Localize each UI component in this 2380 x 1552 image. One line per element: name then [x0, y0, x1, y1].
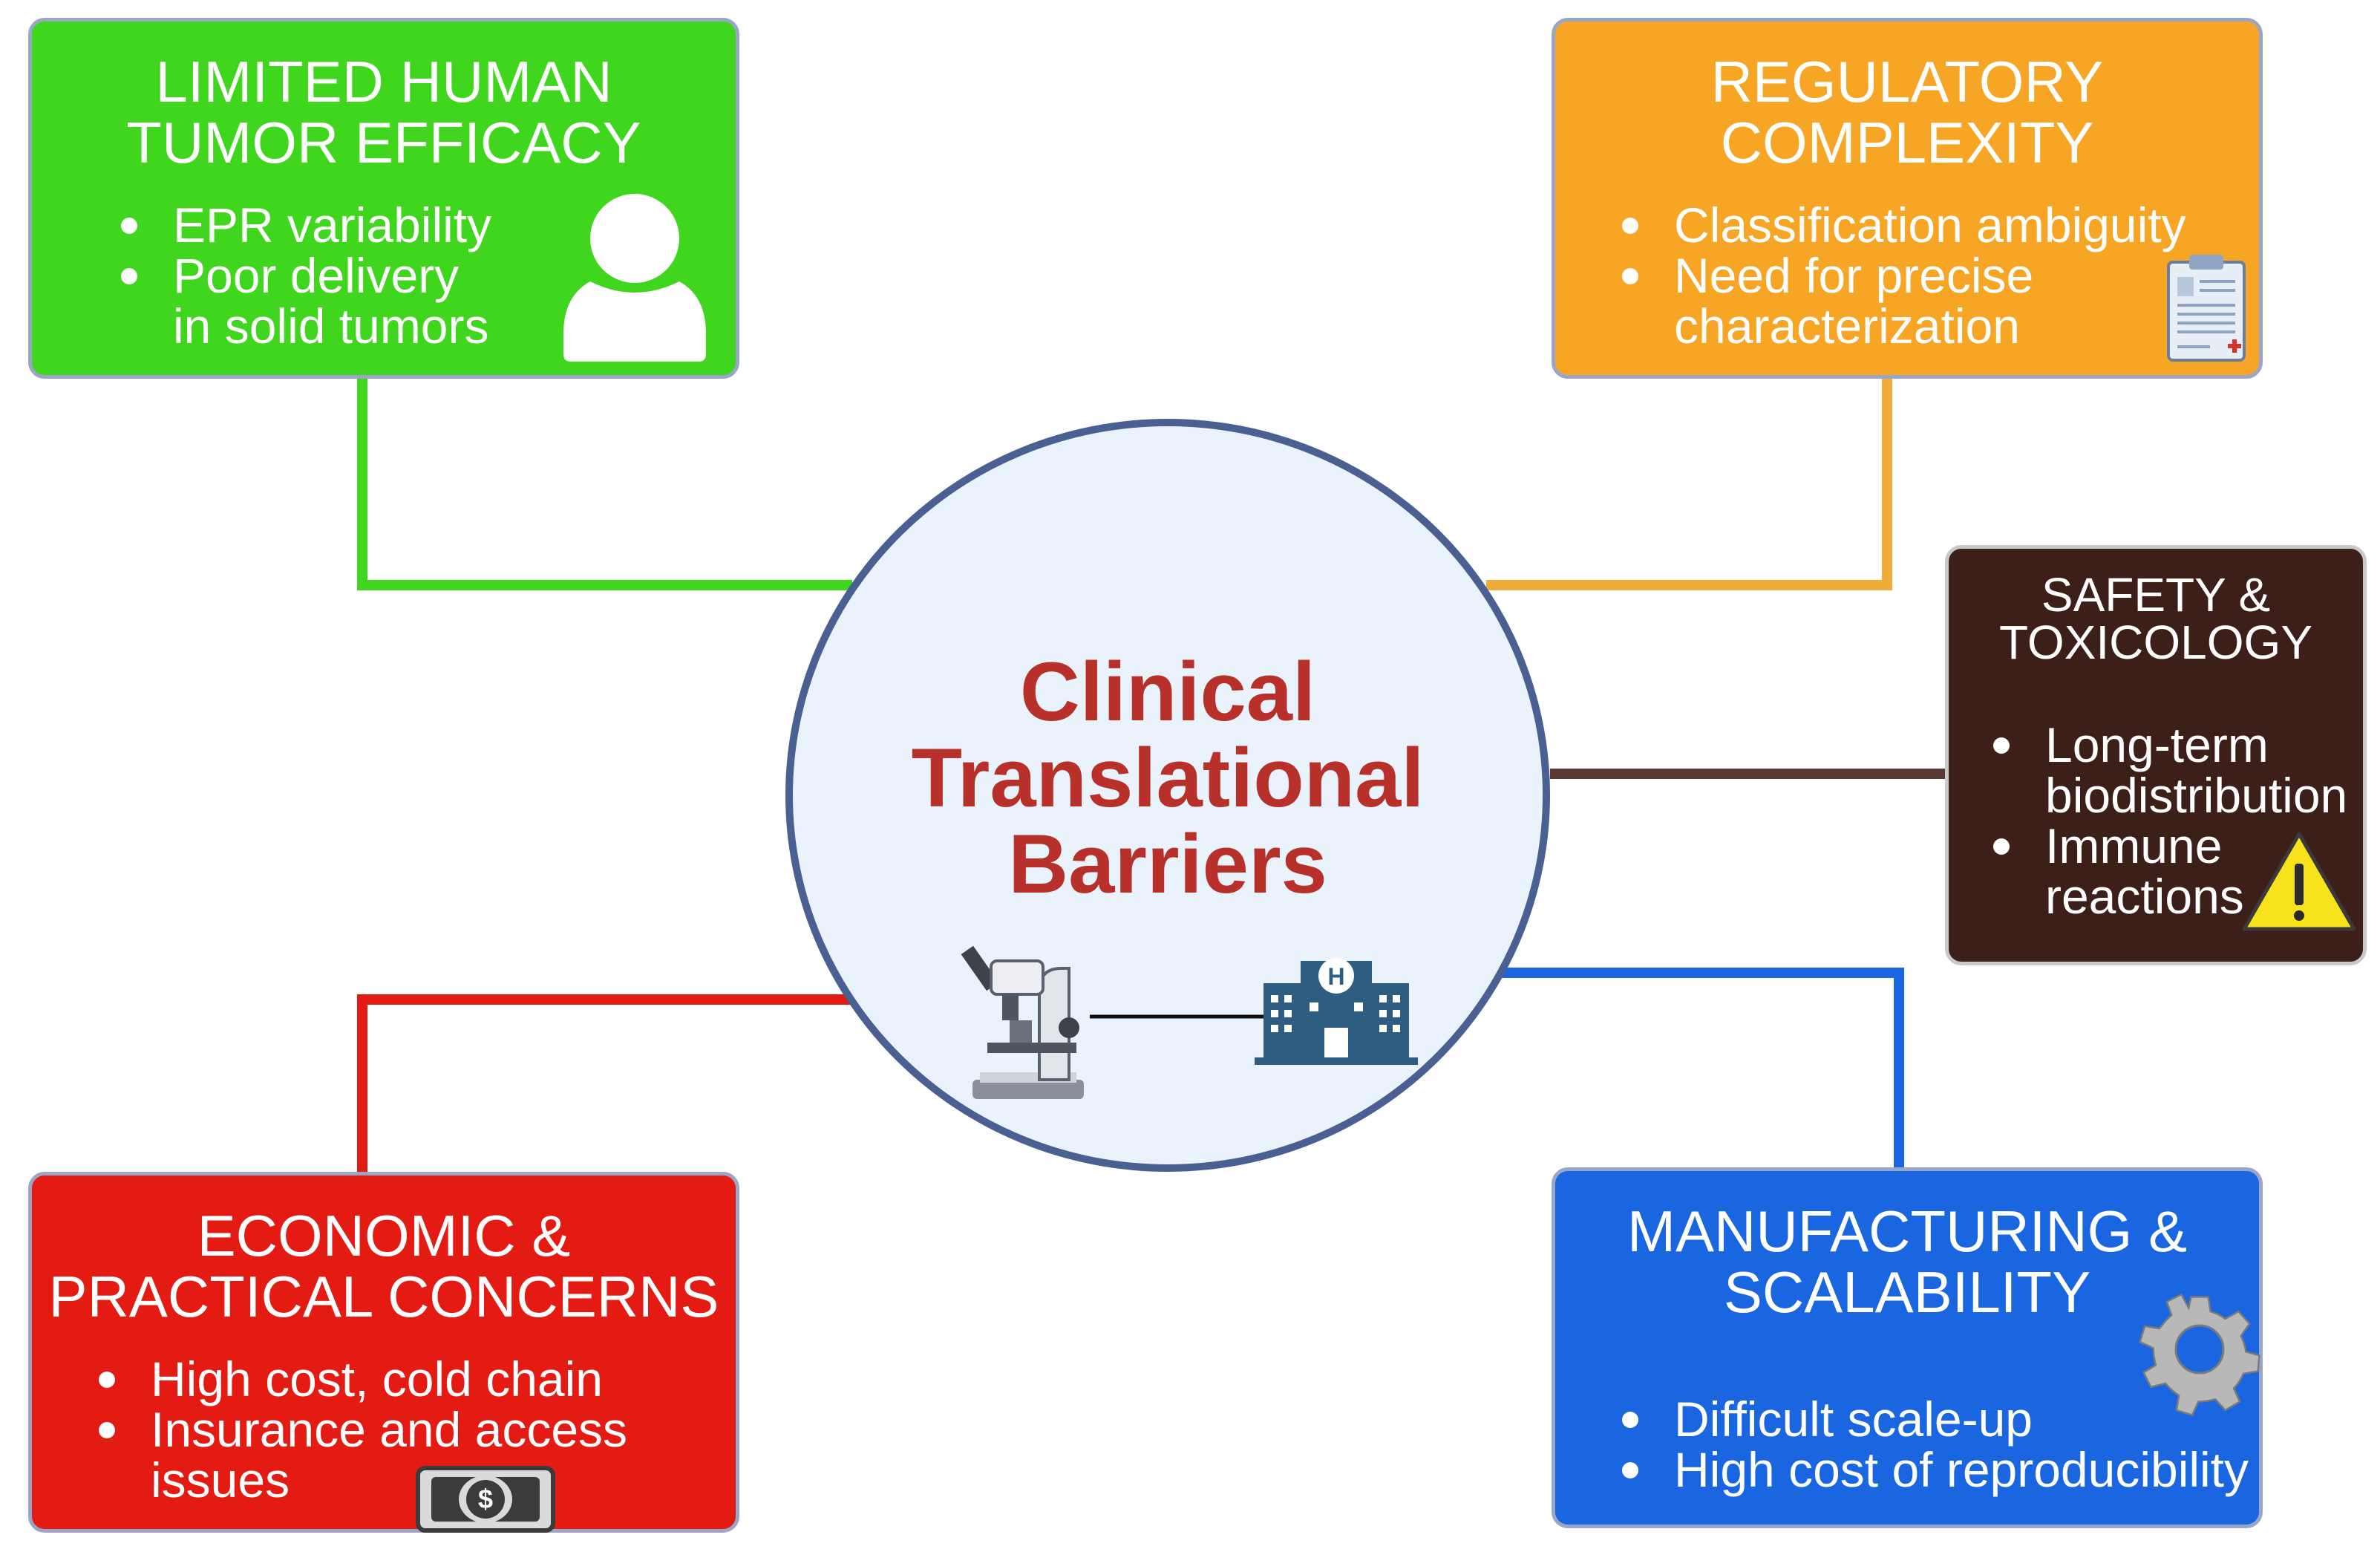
- svg-text:H: H: [1327, 963, 1344, 990]
- bullet-list: Classification ambiguity Need for precis…: [1585, 200, 2186, 351]
- box-title-line: PRACTICAL CONCERNS: [48, 1264, 719, 1329]
- connector-manufacturing: [1497, 968, 1904, 1167]
- bullet-text: characterization: [1674, 299, 2020, 353]
- box-manufacturing-scalability: MANUFACTURING & SCALABILITY Difficult sc…: [1552, 1167, 2263, 1528]
- box-title-line: MANUFACTURING &: [1627, 1199, 2188, 1264]
- bullet-item: High cost, cold chain: [62, 1354, 627, 1404]
- box-title-line: ECONOMIC &: [197, 1203, 571, 1268]
- center-title: Clinical Translational Barriers: [793, 649, 1543, 907]
- bullet-text: Poor delivery: [173, 248, 460, 303]
- box-limited-human-tumor-efficacy: LIMITED HUMAN TUMOR EFFICACY EPR variabi…: [28, 18, 739, 379]
- dollar-bill-icon: $: [416, 1466, 555, 1533]
- gear-icon: [2139, 1293, 2260, 1416]
- box-title-line: TUMOR EFFICACY: [126, 110, 641, 175]
- box-economic-practical-concerns: ECONOMIC & PRACTICAL CONCERNS High cost,…: [28, 1172, 739, 1533]
- bullet-text: EPR variability: [173, 198, 492, 252]
- bullet-text: High cost, cold chain: [151, 1352, 603, 1406]
- bullet-text: High cost of reproducibility: [1674, 1442, 2249, 1497]
- box-title: MANUFACTURING & SCALABILITY: [1555, 1201, 2259, 1323]
- box-title: REGULATORY COMPLEXITY: [1555, 51, 2259, 173]
- bullet-item: High cost of reproducibility: [1585, 1444, 2249, 1495]
- box-title-line: COMPLEXITY: [1720, 110, 2094, 175]
- connector-regulatory: [1486, 379, 1892, 590]
- bullet-text: Need for precise: [1674, 248, 2034, 303]
- bullet-text: Classification ambiguity: [1674, 198, 2186, 252]
- box-title: SAFETY & TOXICOLOGY: [1949, 571, 2363, 666]
- bullet-item: EPR variability: [84, 200, 491, 250]
- box-regulatory-complexity: REGULATORY COMPLEXITY Classification amb…: [1552, 18, 2263, 379]
- bullet-text: issues: [151, 1452, 290, 1507]
- bullet-list: High cost, cold chain Insurance and acce…: [62, 1354, 627, 1505]
- bullet-text: Immune: [2045, 818, 2223, 873]
- bullet-text: Long-term: [2045, 717, 2269, 772]
- hospital-icon: H: [1255, 958, 1418, 1065]
- bullet-list: Difficult scale-up High cost of reproduc…: [1585, 1394, 2249, 1495]
- warning-icon: [2242, 832, 2356, 931]
- bullet-text: Difficult scale-up: [1674, 1392, 2033, 1447]
- connector-economic: [357, 994, 854, 1172]
- bullet-item: Classification ambiguity: [1585, 200, 2186, 250]
- bullet-text: in solid tumors: [173, 299, 489, 353]
- box-title-line: SCALABILITY: [1723, 1259, 2091, 1325]
- box-title-line: LIMITED HUMAN: [155, 49, 612, 114]
- center-title-line: Clinical: [1019, 645, 1316, 738]
- center-circle: Clinical Translational Barriers H: [785, 419, 1550, 1172]
- box-title-line: TOXICOLOGY: [1998, 616, 2313, 669]
- bullet-text: biodistribution: [2045, 768, 2348, 823]
- bullet-text: reactions: [2045, 869, 2244, 924]
- bullet-text: Insurance and access: [151, 1402, 628, 1457]
- center-title-line: Barriers: [1008, 818, 1327, 910]
- box-title-line: REGULATORY: [1710, 49, 2104, 114]
- box-title: ECONOMIC & PRACTICAL CONCERNS: [32, 1205, 736, 1327]
- svg-text:$: $: [478, 1484, 493, 1514]
- connector-human-efficacy: [357, 379, 852, 590]
- person-icon: [563, 194, 706, 362]
- box-title: LIMITED HUMAN TUMOR EFFICACY: [32, 51, 736, 173]
- box-title-line: SAFETY &: [2041, 568, 2271, 622]
- microscope-icon: [961, 945, 1084, 1099]
- clipboard-icon: [2167, 255, 2246, 362]
- bullet-item: Difficult scale-up: [1585, 1394, 2249, 1444]
- center-title-line: Translational: [911, 731, 1425, 824]
